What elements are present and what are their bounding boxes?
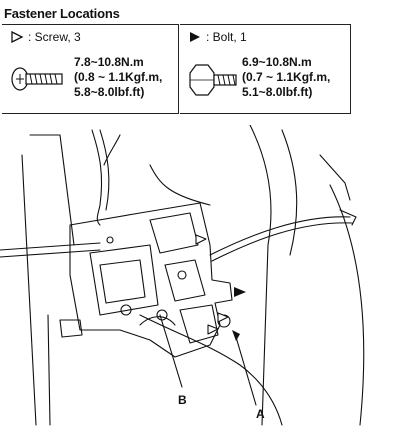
bolt-legend: : Bolt, 1 xyxy=(188,30,247,44)
filled-triangle-icon xyxy=(190,32,200,42)
callout-a-leader xyxy=(235,336,257,406)
bolt-torque: 6.9~10.8N.m (0.7 ~ 1.1Kgf.m, 5.1~8.0lbf.… xyxy=(242,55,330,100)
callout-a-arrow xyxy=(232,330,240,341)
release-cables xyxy=(91,129,357,426)
latch-housing xyxy=(0,202,233,358)
screw-icon xyxy=(11,67,63,91)
fastener-locations-title: Fastener Locations xyxy=(4,6,120,21)
callout-a: A xyxy=(256,407,265,421)
door-frame-outline xyxy=(21,125,365,426)
bolt-marker xyxy=(234,287,246,297)
screw-torque-kgf: (0.8 ~ 1.1Kgf.m, xyxy=(74,70,163,84)
screw-label: : Screw, 3 xyxy=(28,30,81,44)
open-triangle-icon xyxy=(11,31,24,43)
screw-marker-2 xyxy=(217,312,229,323)
screw-torque-nm: 7.8~10.8N.m xyxy=(74,55,144,69)
door-latch-diagram xyxy=(0,125,365,426)
screw-legend: : Screw, 3 xyxy=(10,30,81,44)
callout-b-leader xyxy=(159,314,183,388)
bolt-torque-kgf: (0.7 ~ 1.1Kgf.m, xyxy=(242,70,331,84)
bolt-icon xyxy=(189,64,237,96)
bolt-label: : Bolt, 1 xyxy=(206,30,247,44)
bolt-spec-box: : Bolt, 1 6.9~10.8N.m (0.7 ~ 1.1Kgf.m, 5… xyxy=(180,24,351,114)
bolt-torque-nm: 6.9~10.8N.m xyxy=(242,55,312,69)
callout-b: B xyxy=(178,393,187,407)
screw-spec-box: : Screw, 3 7.8~10.8N.m (0.8 ~ 1.1Kgf.m, … xyxy=(2,24,179,114)
fastener-markers xyxy=(195,234,246,335)
bolt-torque-lbf: 5.1~8.0lbf.ft) xyxy=(242,85,313,99)
screw-marker-1 xyxy=(195,234,207,245)
screw-torque: 7.8~10.8N.m (0.8 ~ 1.1Kgf.m, 5.8~8.0lbf.… xyxy=(74,55,162,100)
screw-marker-3 xyxy=(207,324,219,335)
screw-torque-lbf: 5.8~8.0lbf.ft) xyxy=(74,85,145,99)
